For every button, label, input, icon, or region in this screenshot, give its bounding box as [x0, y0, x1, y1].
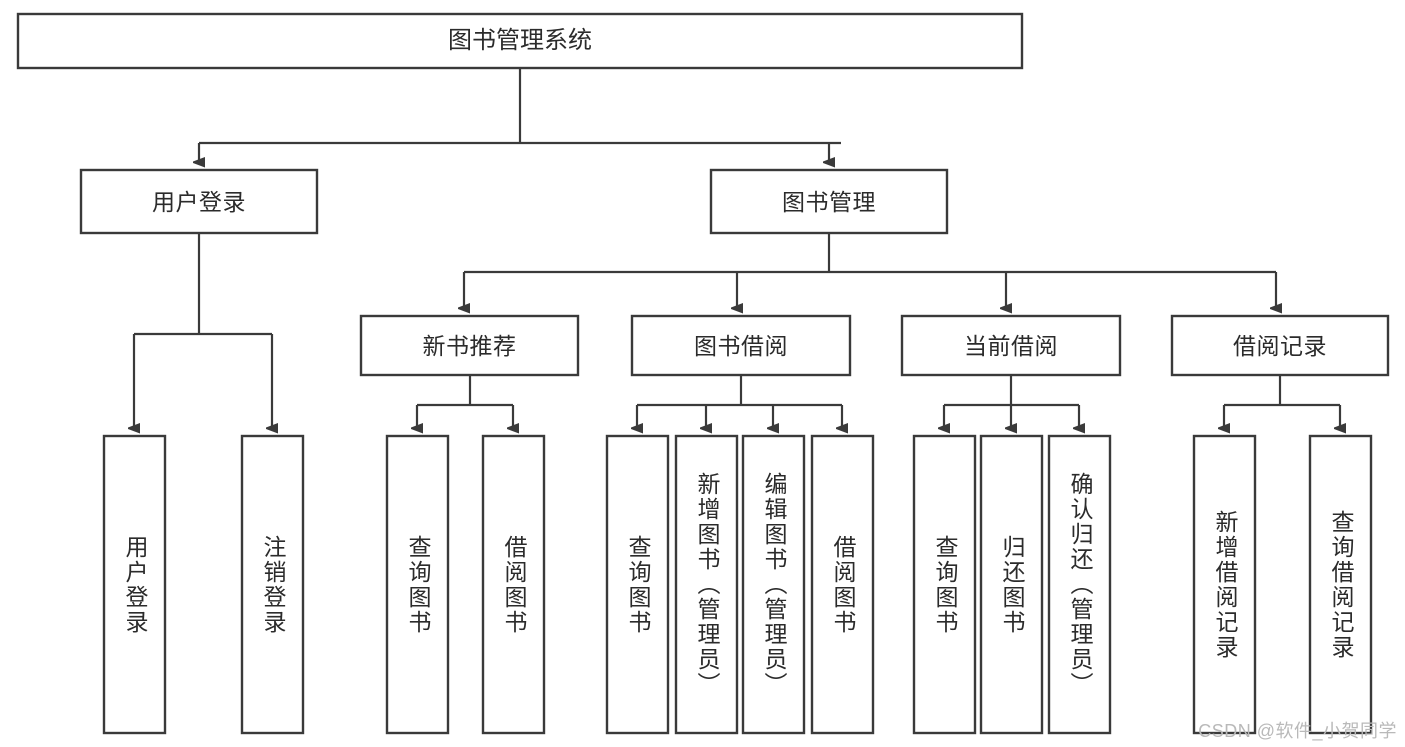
node-leaf-query-book-2[interactable] — [605, 434, 670, 735]
node-current-borrow[interactable] — [900, 314, 1122, 377]
node-leaf-query-record[interactable] — [1308, 434, 1373, 735]
node-new-book-recommend[interactable] — [359, 314, 580, 377]
node-leaf-return-book[interactable] — [979, 434, 1044, 735]
node-book-manage[interactable] — [709, 168, 949, 235]
node-leaf-borrow-book-2[interactable] — [810, 434, 875, 735]
node-leaf-add-book[interactable] — [674, 434, 739, 735]
node-user-login[interactable] — [79, 168, 319, 235]
node-leaf-add-record[interactable] — [1192, 434, 1257, 735]
node-book-borrow[interactable] — [630, 314, 852, 377]
node-borrow-record[interactable] — [1170, 314, 1390, 377]
node-leaf-borrow-book-1[interactable] — [481, 434, 546, 735]
node-layer — [16, 12, 1390, 735]
connector-layer — [134, 68, 1340, 428]
csdn-watermark: CSDN @软件_小贺同学 — [1198, 721, 1397, 741]
node-leaf-user-login[interactable] — [102, 434, 167, 735]
node-leaf-confirm-return[interactable] — [1047, 434, 1112, 735]
node-leaf-query-book-3[interactable] — [912, 434, 977, 735]
node-root[interactable] — [16, 12, 1024, 70]
node-leaf-edit-book[interactable] — [741, 434, 806, 735]
node-leaf-logout-login[interactable] — [240, 434, 305, 735]
node-leaf-query-book-1[interactable] — [385, 434, 450, 735]
